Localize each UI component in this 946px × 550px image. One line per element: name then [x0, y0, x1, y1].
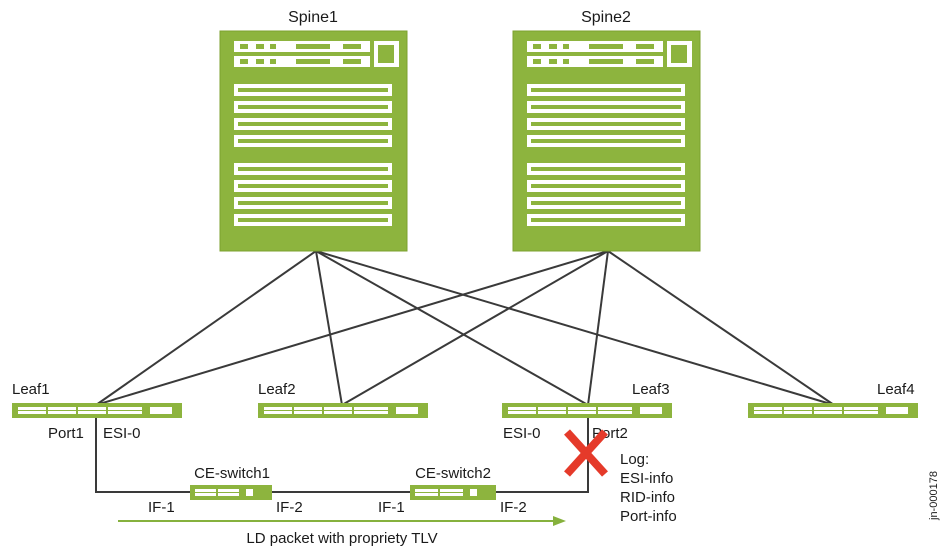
link-spine1-leaf3 — [315, 250, 589, 406]
arrow-caption: LD packet with propriety TLV — [246, 530, 437, 547]
link-spine1-leaf2 — [315, 250, 343, 406]
spine2-label: Spine2 — [581, 9, 631, 26]
log-title: Log: — [620, 451, 649, 468]
x-mark-icon — [564, 429, 608, 477]
spine2-switch — [512, 30, 701, 252]
loop-path-return — [496, 417, 589, 493]
ce-switch1 — [190, 485, 272, 500]
log-line-rid: RID-info — [620, 489, 675, 506]
leaf1-switch — [12, 403, 182, 418]
link-spine2-leaf3 — [587, 250, 609, 406]
leaf1-port1-label: Port1 — [48, 425, 84, 442]
loop-path — [95, 417, 190, 493]
leaf4-switch — [748, 403, 918, 418]
access-links — [95, 417, 589, 493]
link-spine2-leaf1 — [95, 250, 609, 406]
ce-switch1-label: CE-switch1 — [194, 465, 270, 482]
link-spine2-leaf4 — [607, 250, 835, 406]
leaf1-label: Leaf1 — [12, 381, 50, 398]
ce-switch1-if1-label: IF-1 — [148, 499, 175, 516]
ce-switch2 — [410, 485, 496, 500]
leaf4-label: Leaf4 — [877, 381, 915, 398]
ce-switch2-if2-label: IF-2 — [500, 499, 527, 516]
leaf3-esi-label: ESI-0 — [503, 425, 541, 442]
link-spine2-leaf2 — [341, 250, 609, 406]
spine1-switch — [219, 30, 408, 252]
link-spine1-leaf4 — [315, 250, 835, 406]
ce-switch1-if2-label: IF-2 — [276, 499, 303, 516]
log-line-port: Port-info — [620, 508, 677, 525]
log-line-esi: ESI-info — [620, 470, 673, 487]
leaf1-esi-label: ESI-0 — [103, 425, 141, 442]
spine1-label: Spine1 — [288, 9, 338, 26]
ce-switch2-label: CE-switch2 — [415, 465, 491, 482]
leaf2-label: Leaf2 — [258, 381, 296, 398]
ce-switch2-if1-label: IF-1 — [378, 499, 405, 516]
fabric-links — [95, 250, 835, 406]
figure-id: jn-000178 — [928, 471, 940, 521]
leaf3-switch — [502, 403, 672, 418]
leaf2-switch — [258, 403, 428, 418]
ld-packet-arrow — [118, 516, 566, 526]
leaf3-label: Leaf3 — [632, 381, 670, 398]
link-spine1-leaf1 — [95, 250, 317, 406]
